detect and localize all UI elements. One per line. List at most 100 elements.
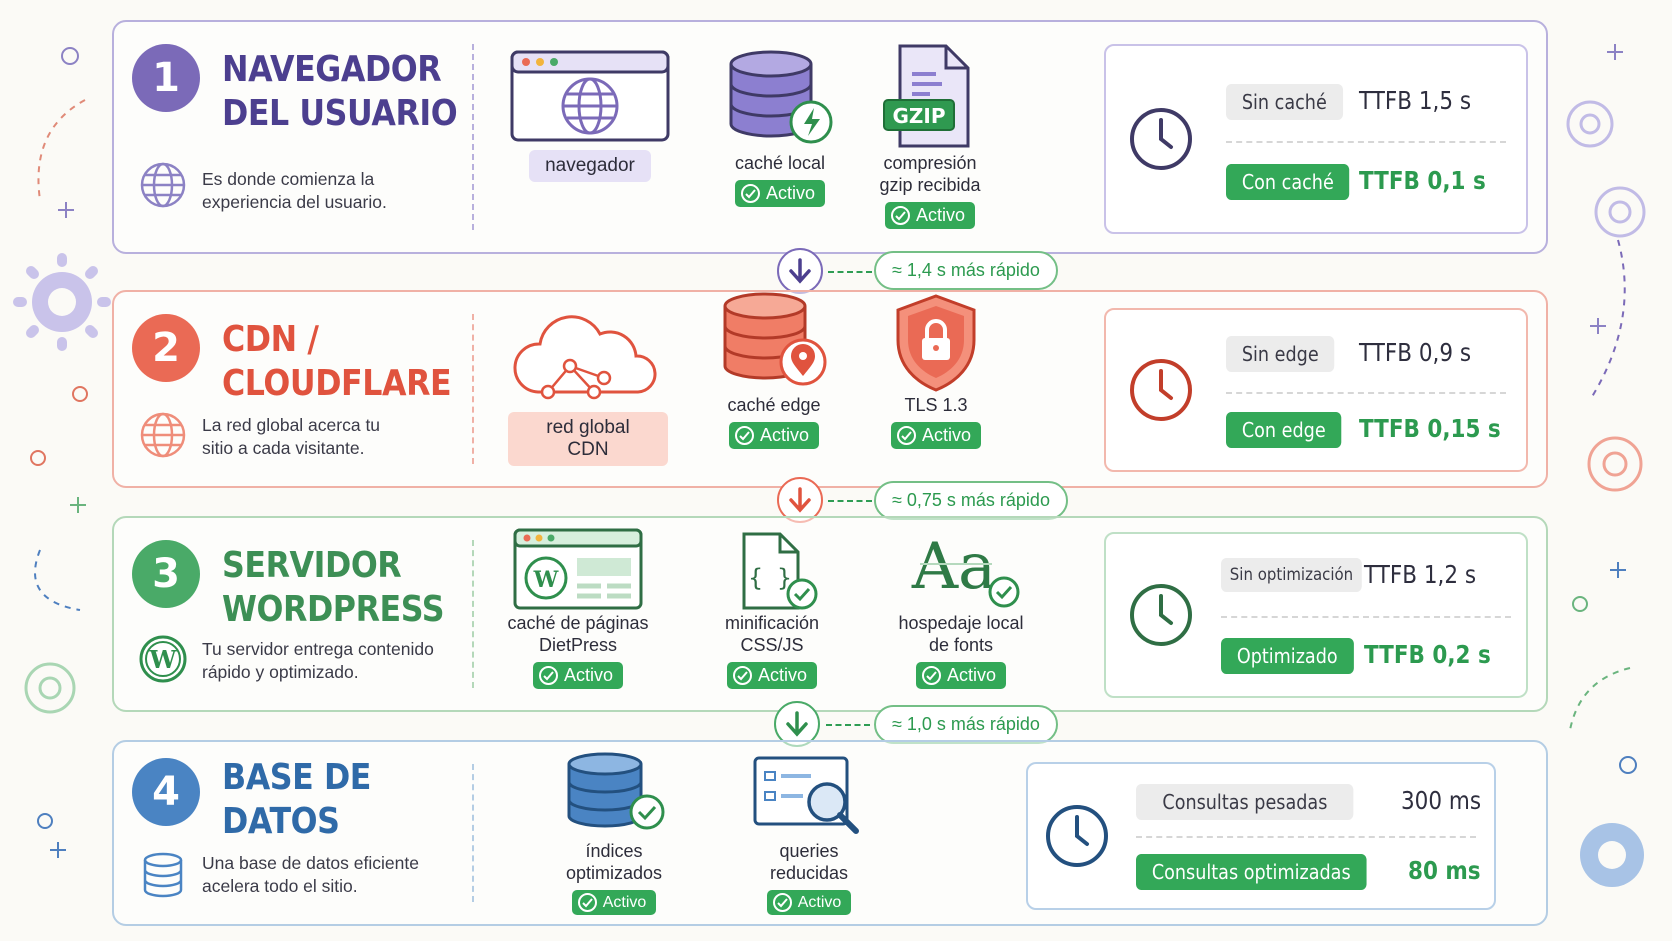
svg-text:W: W	[149, 645, 178, 674]
database-icon	[143, 852, 183, 898]
metric-after-row: Con caché	[1226, 164, 1366, 200]
after-label: Con edge	[1226, 412, 1342, 448]
check-icon	[732, 666, 752, 685]
status-text: Activo	[915, 205, 966, 225]
status-badge: Activo	[915, 662, 1007, 689]
after-value: TTFB 0,2 s	[1364, 640, 1491, 669]
section-description: Es donde comienza la experiencia del usu…	[202, 169, 387, 212]
speed-gain-label: ≈ 1,0 s más rápido	[874, 705, 1058, 744]
before-value: 300 ms	[1401, 786, 1482, 815]
connector-arrow	[777, 248, 823, 294]
item-page-cache: W caché de páginas DietPress Activo	[498, 528, 658, 689]
connector-line	[826, 724, 870, 726]
check-icon	[734, 426, 754, 445]
cloud-network-icon	[513, 315, 657, 400]
section-description: La red global acerca tu sitio a cada vis…	[202, 415, 381, 458]
item-label: red global CDN	[508, 412, 668, 466]
before-value: TTFB 0,9 s	[1359, 338, 1472, 367]
check-icon	[740, 184, 760, 203]
before-value: TTFB 1,2 s	[1364, 560, 1477, 589]
check-icon	[896, 426, 916, 445]
browser-window-icon	[510, 50, 670, 142]
status-badge: Activo	[766, 890, 852, 915]
metric-before-row: Sin optimización	[1221, 558, 1381, 592]
before-label: Sin optimización	[1221, 558, 1362, 592]
item-label: compresión gzip recibida	[879, 153, 981, 195]
item-label: navegador	[529, 150, 651, 182]
divider	[472, 540, 474, 688]
item-label: hospedaje local de fonts	[898, 613, 1024, 655]
after-label: Con caché	[1226, 164, 1350, 200]
section-browser: 1 NAVEGADOR DEL USUARIO Es donde comienz…	[112, 20, 1548, 254]
item-minification: { } minificación CSS/JS Activo	[704, 532, 840, 689]
status-text: Activo	[946, 665, 997, 685]
item-queries: queries reducidas Activo	[744, 756, 874, 915]
item-tls: TLS 1.3 Activo	[876, 292, 996, 449]
ttfb-metric-card: Sin optimización TTFB 1,2 s Optimizado T…	[1104, 532, 1528, 698]
status-badge: Activo	[734, 180, 826, 207]
svg-text:W: W	[533, 567, 559, 593]
item-browser: navegador	[510, 50, 670, 182]
metric-separator	[1226, 392, 1506, 394]
item-local-fonts: Aa hospedaje local de fonts Activo	[886, 530, 1036, 689]
clock-icon	[1130, 108, 1192, 170]
step-number: 3	[132, 540, 200, 608]
after-value: 80 ms	[1408, 856, 1481, 885]
shield-lock-icon	[896, 294, 976, 392]
step-number: 2	[132, 314, 200, 382]
item-label: índices optimizados	[565, 841, 663, 883]
status-text: Activo	[797, 893, 842, 911]
status-badge: Activo	[884, 202, 976, 229]
connector-arrow	[777, 477, 823, 523]
before-label: Consultas pesadas	[1136, 784, 1354, 820]
item-label: caché local	[734, 153, 826, 173]
after-value: TTFB 0,1 s	[1359, 166, 1486, 195]
metric-after-row: Consultas optimizadas	[1136, 854, 1398, 890]
code-file-check-icon: { }	[742, 532, 818, 610]
item-edge-cache: caché edge Activo	[710, 292, 838, 449]
status-badge: Activo	[571, 890, 657, 915]
metric-separator	[1221, 616, 1511, 618]
check-icon	[890, 206, 910, 225]
section-title: CDN / CLOUDFLARE	[222, 319, 452, 404]
query-metric-card: Consultas pesadas 300 ms Consultas optim…	[1026, 762, 1496, 910]
section-cdn: 2 CDN / CLOUDFLARE La red global acerca …	[112, 290, 1548, 488]
metric-before-row: Sin caché	[1226, 84, 1359, 120]
after-value: TTFB 0,15 s	[1359, 414, 1501, 443]
status-text: Activo	[765, 183, 816, 203]
after-label: Consultas optimizadas	[1136, 854, 1367, 890]
database-check-icon	[567, 752, 665, 830]
gzip-file-icon: GZIP	[883, 44, 970, 148]
ttfb-metric-card: Sin edge TTFB 0,9 s Con edge TTFB 0,15 s	[1104, 308, 1528, 472]
section-database: 4 BASE DE DATOS Una base de datos eficie…	[112, 740, 1548, 926]
step-number: 1	[132, 44, 200, 112]
metric-before-row: Consultas pesadas	[1136, 784, 1383, 820]
before-value: TTFB 1,5 s	[1359, 86, 1472, 115]
arrow-down-icon	[786, 711, 808, 737]
step-number: 4	[132, 758, 200, 826]
check-icon	[577, 893, 597, 912]
wordpress-icon: W	[139, 635, 187, 683]
status-badge: Activo	[726, 662, 818, 689]
section-wordpress: 3 SERVIDOR WORDPRESS W Tu servidor entre…	[112, 516, 1548, 712]
item-label: queries reducidas	[769, 841, 849, 883]
gzip-text: GZIP	[892, 104, 945, 128]
status-text: Activo	[563, 665, 614, 685]
after-label: Optimizado	[1221, 638, 1354, 674]
divider	[472, 44, 474, 230]
divider	[472, 314, 474, 464]
arrow-down-icon	[789, 487, 811, 513]
code-braces-text: { }	[748, 564, 791, 592]
status-badge: Activo	[532, 662, 624, 689]
item-gzip: GZIP compresión gzip recibida Activo	[860, 42, 1000, 229]
font-sample-text: Aa	[911, 530, 996, 604]
section-description: Una base de datos eficiente acelera todo…	[202, 853, 419, 896]
before-label: Sin caché	[1226, 84, 1343, 120]
query-search-icon	[753, 756, 859, 834]
connector-line	[828, 500, 872, 502]
check-icon	[921, 666, 941, 685]
section-title: BASE DE DATOS	[222, 757, 372, 842]
item-label: caché de páginas DietPress	[507, 613, 649, 655]
clock-icon	[1046, 805, 1108, 867]
